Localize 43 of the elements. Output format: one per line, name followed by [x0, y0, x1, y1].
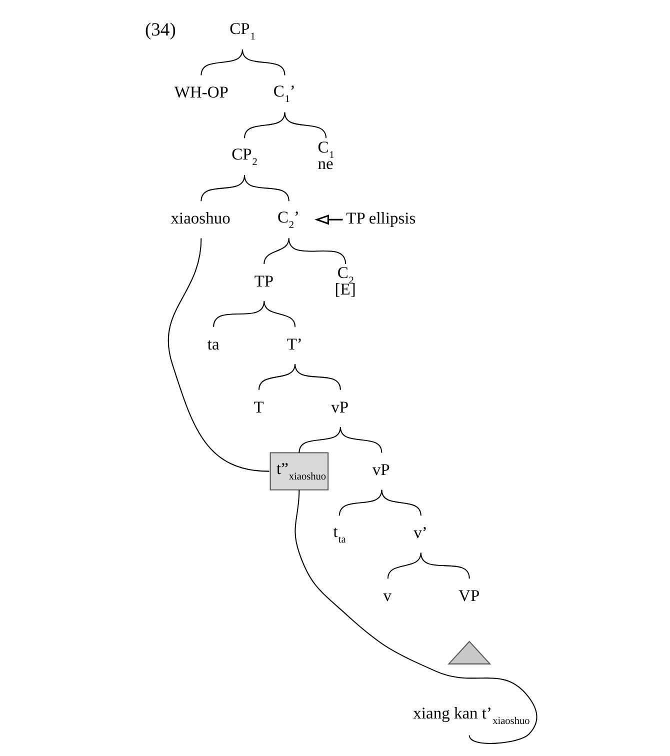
node-text: C$_{1}$’ — [273, 82, 296, 106]
connector — [213, 301, 265, 327]
connector — [288, 238, 346, 264]
connector — [338, 490, 382, 516]
connector — [244, 175, 290, 202]
node-text: T — [254, 397, 264, 416]
node-text: CP$_{2}$ — [232, 144, 258, 168]
connector — [284, 112, 327, 138]
connector — [420, 552, 470, 579]
node-text: VP — [458, 586, 480, 606]
connector — [340, 426, 382, 453]
node-text: xiaoshuo — [170, 208, 230, 228]
node-text: vP — [372, 460, 390, 480]
connector — [244, 112, 286, 138]
node-box: t”$_{xiaoshuo}$ — [270, 452, 329, 490]
connector — [168, 238, 270, 472]
connector — [381, 490, 422, 516]
node-text: WH-OP — [174, 82, 228, 102]
node-text: ta — [207, 334, 220, 354]
connector — [298, 426, 341, 453]
node-text: xiang kan t’$_{xiaoshuo}$ — [413, 704, 530, 728]
connector — [264, 301, 296, 327]
connector — [200, 175, 246, 202]
connector — [264, 238, 290, 264]
node-triangle — [448, 640, 492, 664]
connector — [294, 364, 341, 390]
connector — [294, 490, 538, 744]
connector — [258, 364, 296, 390]
node-text: C$_{1}$ ne — [318, 137, 334, 173]
node-text: v’ — [414, 523, 428, 542]
node-text: v — [383, 586, 392, 606]
arrow — [314, 214, 343, 225]
connector — [200, 49, 243, 76]
node-text: TP — [254, 271, 274, 290]
node-text: C$_{2}$’ — [278, 208, 300, 232]
label: (34) — [144, 19, 176, 40]
node-text: TP ellipsis — [346, 208, 416, 228]
node-text: CP$_{1}$ — [230, 18, 256, 42]
node-text: t$_{ta}$ — [333, 522, 346, 546]
connector — [387, 552, 422, 579]
node-text: T’ — [286, 334, 302, 354]
node-text: vP — [331, 397, 349, 416]
connector — [242, 49, 286, 76]
